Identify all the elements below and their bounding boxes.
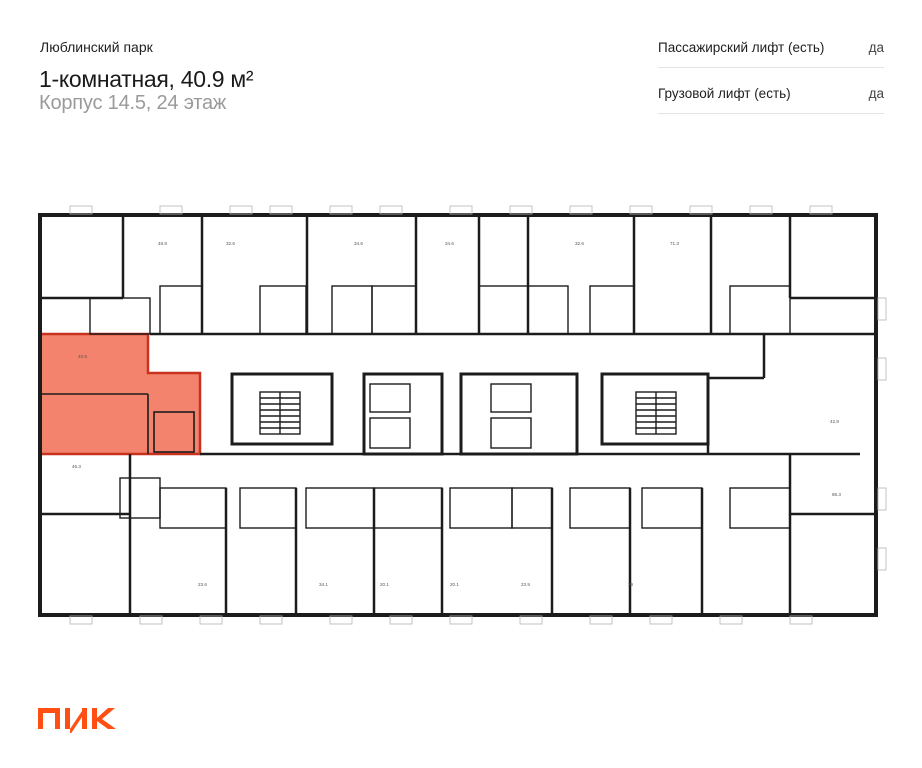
area-label: 20.1 <box>450 582 459 587</box>
project-name: Люблинский парк <box>40 39 153 55</box>
spec-value: да <box>868 40 884 55</box>
spec-row-passenger-lift: Пассажирский лифт (есть) да <box>658 30 884 68</box>
area-label: 46.3 <box>72 464 81 469</box>
area-label: 34.6 <box>354 241 363 246</box>
area-label: 71.3 <box>670 241 679 246</box>
area-label: 32.6 <box>575 241 584 246</box>
spec-label: Пассажирский лифт (есть) <box>658 40 825 55</box>
area-label: 32.6 <box>226 241 235 246</box>
specs-list: Пассажирский лифт (есть) да Грузовой лиф… <box>658 30 884 114</box>
floor-plan: 40.9 48.8 32.6 34.6 34.6 32.6 71.3 42.8 … <box>38 205 887 625</box>
area-label: 23.9 <box>521 582 530 587</box>
apartment-title: 1-комнатная, 40.9 м² <box>39 66 254 92</box>
spec-value: да <box>868 86 884 101</box>
area-label: 34.6 <box>445 241 454 246</box>
area-label: 20.1 <box>380 582 389 587</box>
building-floor: Корпус 14.5, 24 этаж <box>39 92 227 114</box>
spec-row-freight-lift: Грузовой лифт (есть) да <box>658 76 884 114</box>
building-outline <box>38 213 878 617</box>
area-label: 23.6 <box>198 582 207 587</box>
area-label-selected: 40.9 <box>78 354 87 359</box>
area-label: 42.8 <box>830 419 839 424</box>
area-label: 86.3 <box>832 492 841 497</box>
area-label: 39 <box>628 582 634 587</box>
area-label: 48.8 <box>158 241 167 246</box>
pik-logo <box>38 708 116 733</box>
spec-label: Грузовой лифт (есть) <box>658 86 791 101</box>
area-label: 34.1 <box>319 582 328 587</box>
